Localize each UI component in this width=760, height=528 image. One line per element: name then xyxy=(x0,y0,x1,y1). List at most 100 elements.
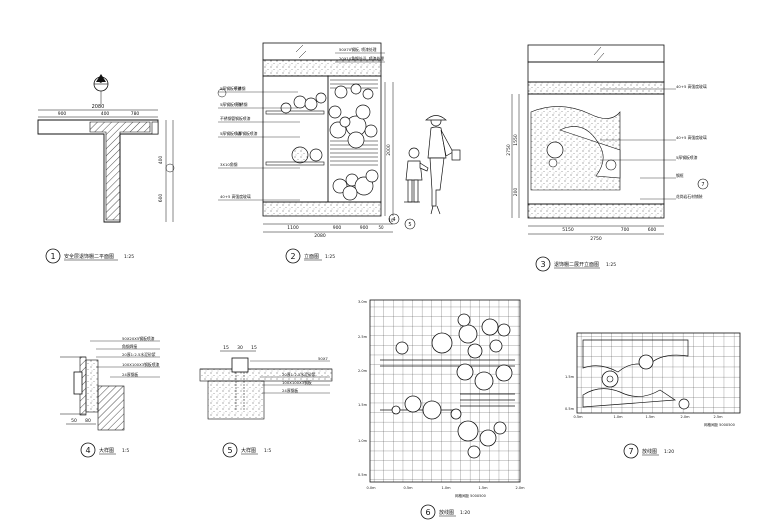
drawing-annotation: 1.0m xyxy=(442,486,452,490)
drawing-annotation: 700 xyxy=(621,227,630,233)
drawing-3-unfolded-elevation: 40+5 高强度玻璃 40+5 高强度玻璃 5厚钢板喷漆 钢框 花岗岩石材铺装 … xyxy=(506,44,709,272)
drawing-annotation: 20X10角钢外沿, 喷漆处理 xyxy=(339,56,384,61)
drawing-annotation: 1100 xyxy=(287,225,299,231)
drawing-annotation: 400 xyxy=(101,111,110,117)
drawing-annotation: 2750 xyxy=(590,236,602,242)
drawing-annotation: 2.5m xyxy=(714,415,724,419)
drawing-annotation: 1550 xyxy=(513,134,519,146)
drawing-annotation: 15 xyxy=(223,345,229,351)
drawing-annotation: 2.0m xyxy=(681,415,691,419)
drawing-annotation: 5 xyxy=(408,222,411,228)
drawing-annotation: 24厚钢板 xyxy=(282,388,298,393)
drawing-title: 大样图 xyxy=(241,447,256,454)
drawing-annotation: 100X100X3钢板喷漆 xyxy=(122,362,160,367)
drawing-annotation: 5厚钢板喷漆 xyxy=(220,102,242,107)
drawing-annotation: 50 xyxy=(378,225,384,230)
drawing-annotation: 40+5 高强度玻璃 xyxy=(676,84,707,89)
drawing-annotation: 600 xyxy=(648,227,657,233)
drawing-annotation: 900 xyxy=(333,225,342,231)
drawing-title: 放线图 xyxy=(642,448,657,455)
drawing-annotation: 5厚钢板喷漆 xyxy=(220,131,242,136)
drawing-annotation: 50X70钢板, 喷漆处理 xyxy=(339,47,377,52)
drawing-annotation: 4 xyxy=(392,217,395,223)
drawing-annotation: 2750 xyxy=(506,144,512,156)
drawing-annotation: 1.5m xyxy=(646,415,656,419)
drawing-annotation: 1.5m xyxy=(358,403,368,407)
drawing-annotation: 2.0m xyxy=(358,369,368,373)
drawing-number: 1 xyxy=(50,252,55,261)
drawing-annotation: 2080 xyxy=(92,104,105,110)
drawing-7-grid-plan: 1.5m 0.5m 0.5m 1.0m 1.5m 2.0m 2.5m 网格间距 … xyxy=(565,332,741,459)
drawing-scale: 1:5 xyxy=(264,448,271,454)
drawing-1-plan: 2 2080 900 400 780 400 600 1 安全层退饰棚二平面图 … xyxy=(37,74,175,264)
drawing-annotation: 20厚1:2.5水泥砂浆 xyxy=(282,372,316,377)
drawing-annotation: 角钢焊接 xyxy=(122,344,137,349)
section-marker: 2 xyxy=(93,74,109,92)
drawing-scale: 1:20 xyxy=(664,449,674,455)
drawing-annotation: 5厚钢板喷漆 xyxy=(676,155,698,160)
drawing-4-detail: 50X20X5钢板喷漆 角钢焊接 20厚1:2.5水泥砂浆 100X100X3钢… xyxy=(60,336,160,458)
drawing-annotation: 50X20X5钢板喷漆 xyxy=(122,336,155,341)
drawing-annotation: 100X100X3钢板 xyxy=(282,380,312,385)
drawing-annotation: 2080 xyxy=(314,233,326,239)
drawing-annotation: 1.5m xyxy=(565,375,575,379)
drawing-annotation: 网格间距 500X500 xyxy=(704,422,735,427)
drawing-title: 退饰棚二展开立面图 xyxy=(554,261,599,268)
drawing-annotation: 不锈钢 xyxy=(234,86,246,91)
drawing-title: 安全层退饰棚二平面图 xyxy=(64,253,114,260)
drawing-number: 3 xyxy=(540,260,545,269)
drawing-annotation: 50X7 xyxy=(318,356,328,361)
drawing-annotation: 不锈钢 xyxy=(236,102,248,107)
drawing-scale: 1:20 xyxy=(460,510,470,516)
drawing-number-circle xyxy=(45,248,61,264)
drawing-annotation: 30 xyxy=(237,345,243,351)
drawing-annotation: 1.0m xyxy=(358,439,368,443)
drawing-annotation: 1.0m xyxy=(614,415,624,419)
drawing-annotation: 7 xyxy=(701,182,704,188)
drawing-annotation: 1.5m xyxy=(479,486,489,490)
drawing-annotation: 3.0m xyxy=(358,300,368,304)
drawing-6-grid-plan: 3.0m 2.5m 2.0m 1.5m 1.0m 0.5m 0.0m 0.5m … xyxy=(358,299,526,520)
drawing-number: 2 xyxy=(290,252,295,261)
drawing-title: 放线图 xyxy=(439,509,454,516)
drawing-annotation: 900 xyxy=(360,225,369,231)
drawing-annotation: 0.0m xyxy=(367,486,377,490)
drawing-annotation: 钢框 xyxy=(676,173,684,178)
drawing-5-detail: 15 30 15 50X7 20厚1:2.5水泥砂浆 100X100X3钢板 2… xyxy=(199,345,333,458)
detail-marker xyxy=(217,88,227,98)
detail-marker-b: 5 xyxy=(404,218,416,230)
drawing-annotation: 3X10角钢 xyxy=(220,162,238,167)
drawing-annotation: 600 xyxy=(158,194,164,203)
drawing-annotation: 2.5m xyxy=(358,335,368,339)
drawing-annotation: 5150 xyxy=(562,227,574,233)
drawing-title: 立面图 xyxy=(304,253,319,260)
drawing-annotation: 10 xyxy=(388,218,394,223)
drawing-annotation: 20厚1:2.5水泥砂浆 xyxy=(122,352,156,357)
drawing-annotation: 5厚钢板喷漆 xyxy=(220,86,242,91)
drawing-number: 4 xyxy=(85,446,90,455)
drawing-annotation: 2.0m xyxy=(516,486,526,490)
drawing-annotation: 200 xyxy=(513,188,519,197)
drawing-number: 7 xyxy=(628,447,633,456)
detail-marker: 7 xyxy=(697,178,709,190)
detail-marker-a: 4 xyxy=(388,213,400,225)
drawing-annotation: 2 xyxy=(99,79,102,85)
drawing-scale: 1:25 xyxy=(325,254,335,260)
drawing-annotation: 50 xyxy=(71,418,77,424)
drawing-annotation: 80 xyxy=(85,418,91,424)
drawing-number: 6 xyxy=(425,508,430,517)
drawing-annotation: 不锈钢管钢板喷漆 xyxy=(220,116,251,121)
drawing-annotation: 400 xyxy=(158,156,164,165)
drawing-annotation: 花岗岩石材铺装 xyxy=(676,194,703,199)
drawing-number: 5 xyxy=(227,446,232,455)
drawing-scale: 1:25 xyxy=(606,262,616,268)
drawing-annotation: 900 xyxy=(58,111,67,117)
drawing-annotation: 0.5m xyxy=(358,473,368,477)
drawing-annotation: 24厚钢板 xyxy=(122,372,138,377)
drawing-title: 大样图 xyxy=(99,447,114,454)
drawing-annotation: 0.5m xyxy=(574,415,584,419)
drawing-2-elevation: 5厚钢板喷漆 不锈钢 5厚钢板喷漆 不锈钢管钢板喷漆 5厚钢板喷漆 3X10角钢… xyxy=(217,42,461,264)
drawing-annotation: 5厚钢板喷漆 xyxy=(236,131,258,136)
human-figures xyxy=(404,115,461,215)
